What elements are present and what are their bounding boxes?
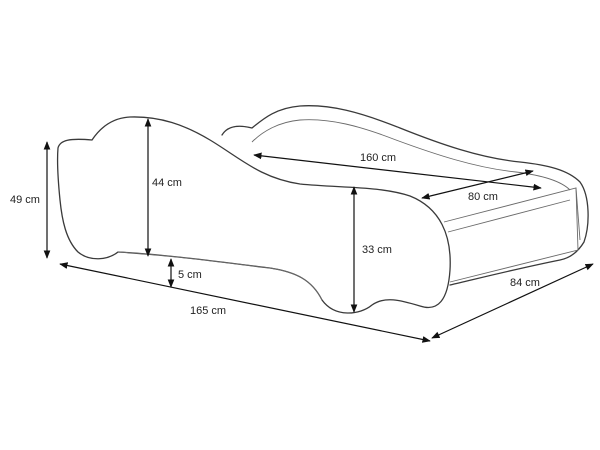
label-5cm: 5 cm <box>178 269 202 281</box>
headboard-rim <box>251 119 571 191</box>
label-160cm: 160 cm <box>360 152 396 164</box>
dimension-labels: 49 cm 44 cm 5 cm 33 cm 165 cm 160 cm 80 … <box>10 152 540 317</box>
mattress-recess <box>443 187 579 283</box>
dimension-lines <box>43 118 594 343</box>
mattress-front-line <box>575 187 581 241</box>
dim-line-84cm <box>431 263 594 339</box>
label-84cm: 84 cm <box>510 277 540 289</box>
label-80cm: 80 cm <box>468 191 498 203</box>
front-headboard <box>221 105 589 286</box>
label-44cm: 44 cm <box>152 177 182 189</box>
label-33cm: 33 cm <box>362 244 392 256</box>
dim-line-80cm <box>421 169 534 200</box>
car-bed-outline <box>56 105 589 314</box>
rear-panel <box>56 116 451 314</box>
mattress-top-line <box>447 199 571 233</box>
side-panel-inner <box>117 251 323 301</box>
label-165cm: 165 cm <box>190 305 226 317</box>
dim-line-165cm <box>59 262 431 343</box>
label-49cm: 49 cm <box>10 194 40 206</box>
